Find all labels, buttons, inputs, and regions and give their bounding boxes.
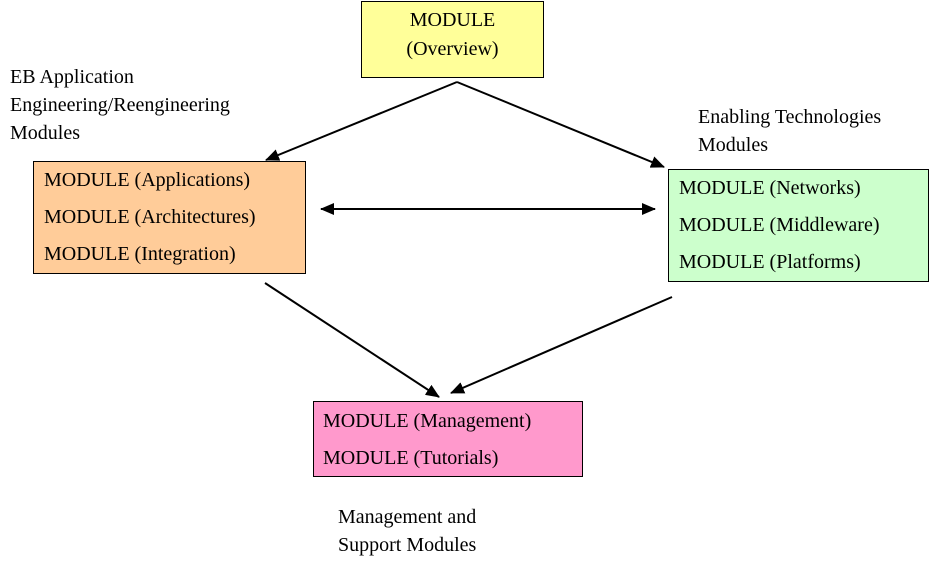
application-caption-line-3: Modules [10, 122, 80, 144]
management-modules-caption: Management and Support Modules [338, 503, 476, 559]
arrow-overview-to-applications [265, 81, 458, 161]
arrow-applications-to-management [264, 282, 440, 398]
application-caption-line-2: Engineering/Reengineering [10, 94, 230, 116]
technology-caption-line-2: Modules [698, 134, 768, 156]
module-networks: MODULE (Networks) [679, 177, 861, 199]
management-caption-line-1: Management and [338, 506, 477, 528]
application-modules-caption: EB Application Engineering/Reengineering… [10, 63, 230, 147]
module-management: MODULE (Management) [323, 410, 532, 432]
module-architectures: MODULE (Architectures) [44, 206, 256, 228]
technology-modules-box: MODULE (Networks) MODULE (Middleware) MO… [668, 169, 929, 282]
overview-module-title: MODULE [409, 9, 496, 31]
arrow-technologies-to-management [450, 296, 673, 394]
technology-caption-line-1: Enabling Technologies [698, 106, 882, 128]
module-integration: MODULE (Integration) [44, 243, 236, 265]
technology-modules-caption: Enabling Technologies Modules [698, 103, 881, 159]
module-tutorials: MODULE (Tutorials) [323, 447, 499, 469]
application-modules-box: MODULE (Applications) MODULE (Architectu… [33, 161, 306, 274]
overview-module-subtitle: (Overview) [406, 38, 499, 60]
module-applications: MODULE (Applications) [44, 169, 251, 191]
overview-module-box: MODULE (Overview) [361, 1, 544, 78]
application-caption-line-1: EB Application [10, 66, 134, 88]
management-caption-line-2: Support Modules [338, 534, 477, 556]
arrow-overview-to-technologies [456, 81, 665, 168]
management-modules-box: MODULE (Management) MODULE (Tutorials) [313, 401, 583, 477]
module-middleware: MODULE (Middleware) [679, 214, 880, 236]
module-platforms: MODULE (Platforms) [679, 251, 861, 273]
